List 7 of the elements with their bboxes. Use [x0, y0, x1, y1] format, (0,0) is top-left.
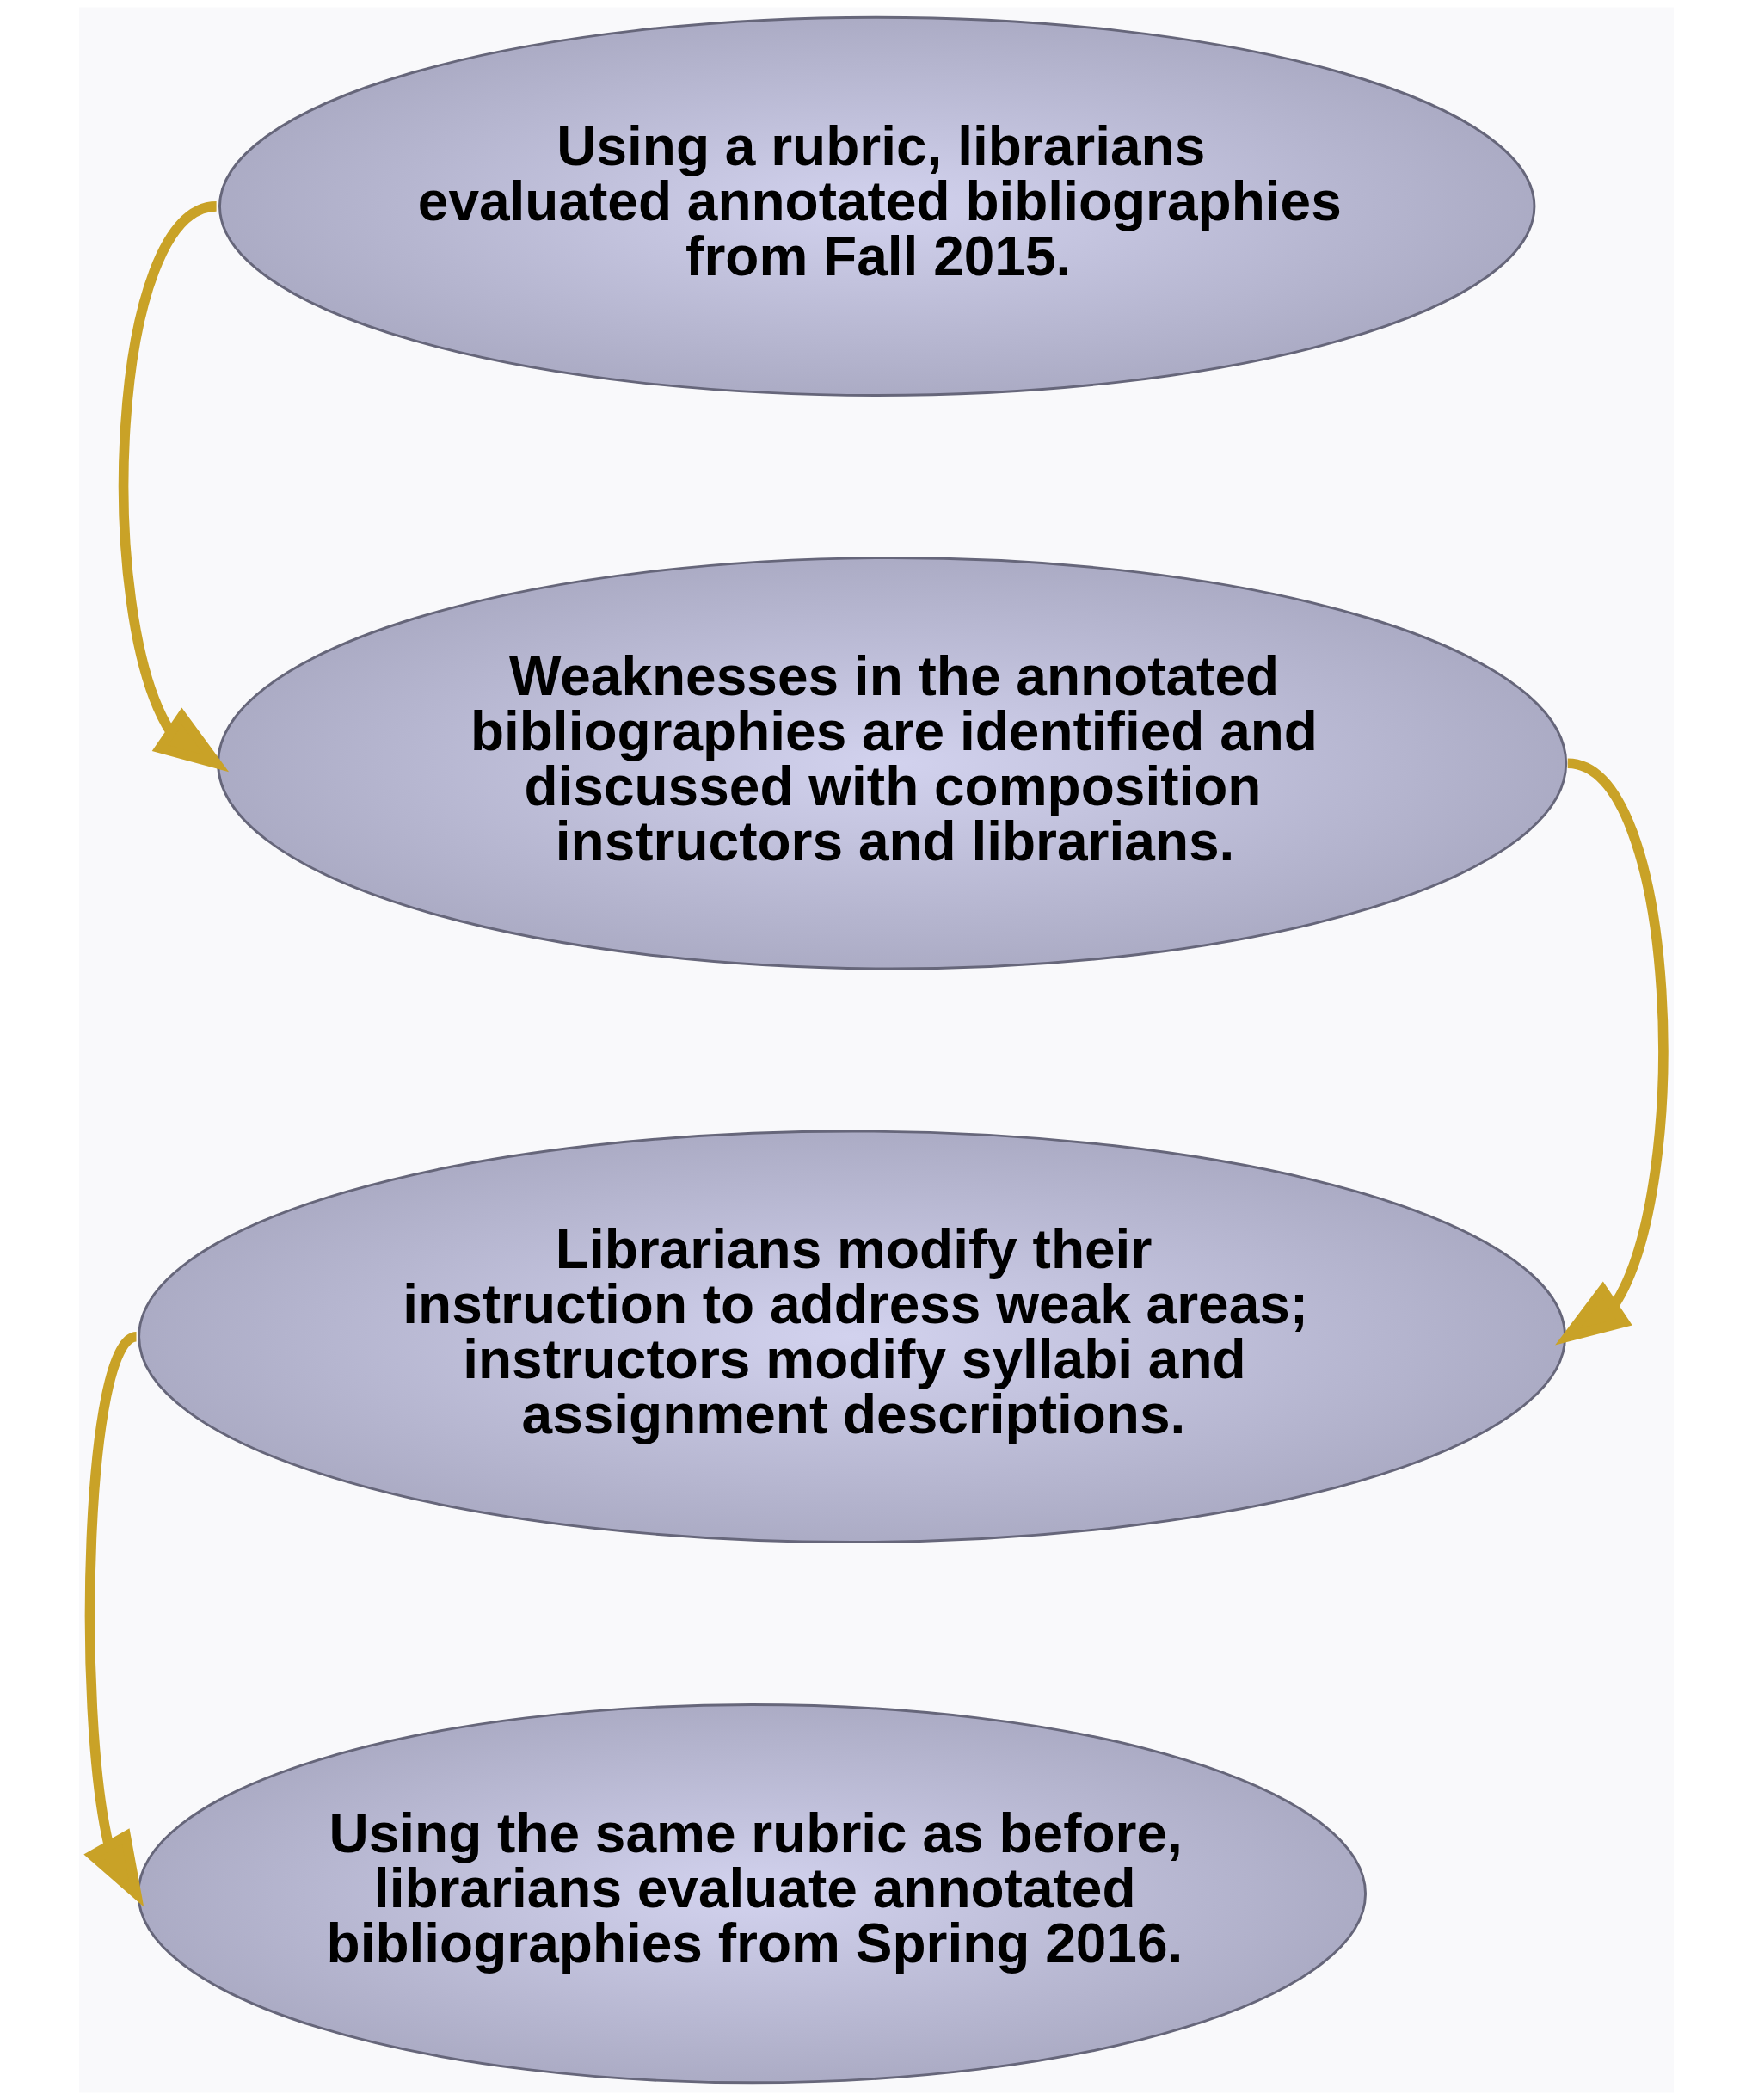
arrow	[1554, 758, 1669, 1346]
node-ellipse: Using the same rubric as before, librarians evaluate annotated bibliographies from Spring 2016.	[136, 1703, 1367, 2085]
arrow	[83, 1332, 144, 1907]
node-ellipse: Using a rubric, librarians evaluated annotated bibliographies from Fall 2015.	[218, 15, 1535, 397]
arrow	[118, 201, 229, 773]
node-ellipse: Librarians modify their instruction to address weak areas; instructors modify syllabi and assignment descriptions.	[137, 1130, 1566, 1543]
node-ellipse: Weaknesses in the annotated bibliographies are identified and discussed with composition instructors and librarians.	[216, 557, 1567, 970]
